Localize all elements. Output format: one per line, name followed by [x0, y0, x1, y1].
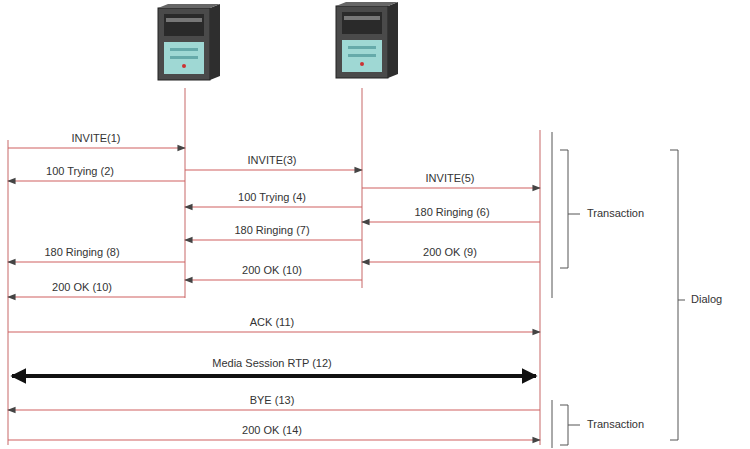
bracket-label: Transaction	[585, 207, 646, 220]
message-label: INVITE(5)	[424, 172, 477, 185]
message-label: Media Session RTP (12)	[210, 357, 333, 370]
message-label: 180 Ringing (8)	[42, 246, 121, 259]
message-label: BYE (13)	[248, 394, 297, 407]
message-arrow	[8, 148, 540, 440]
message-label: 200 OK (9)	[421, 246, 479, 259]
message-label: INVITE(1)	[70, 132, 123, 145]
server-icon	[336, 2, 398, 78]
server-icon	[158, 4, 220, 80]
message-label: ACK (11)	[248, 316, 296, 329]
lifeline	[8, 88, 540, 445]
message-label: 180 Ringing (6)	[412, 206, 491, 219]
message-label: 200 OK (14)	[240, 424, 304, 437]
bracket-label: Dialog	[689, 293, 724, 306]
message-label: 100 Trying (2)	[44, 165, 116, 178]
bracket-label: Transaction	[585, 418, 646, 431]
bracket	[552, 132, 685, 448]
media-arrow	[12, 374, 536, 378]
message-label: 200 OK (10)	[50, 281, 114, 294]
message-label: INVITE(3)	[246, 154, 299, 167]
message-label: 100 Trying (4)	[236, 191, 308, 204]
message-label: 180 Ringing (7)	[232, 224, 311, 237]
message-label: 200 OK (10)	[240, 264, 304, 277]
